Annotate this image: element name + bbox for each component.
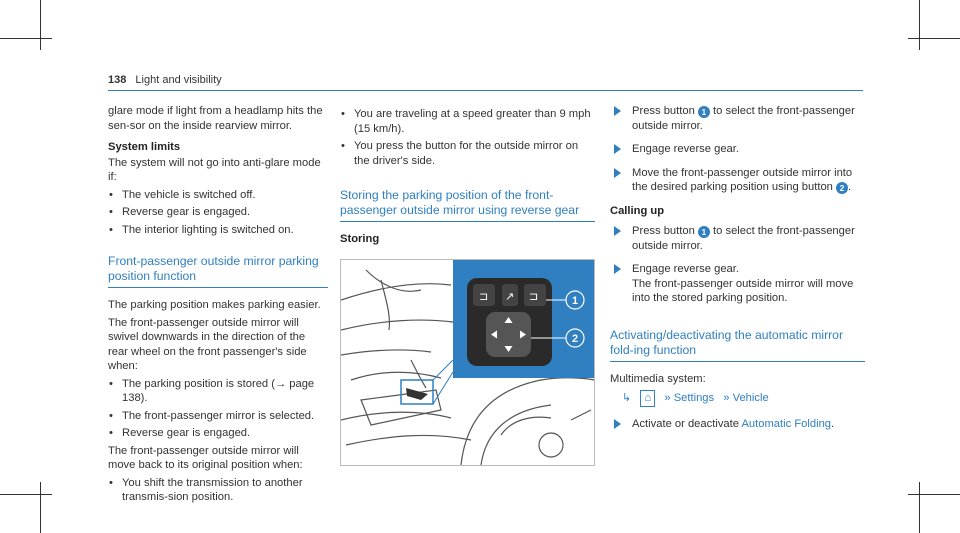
- column-middle: You are traveling at a speed greater tha…: [340, 104, 595, 466]
- step-arrow-icon: [614, 418, 621, 429]
- system-limits-text: The system will not go into anti-glare m…: [108, 156, 321, 184]
- automatic-folding-link[interactable]: Automatic Folding: [741, 417, 832, 430]
- header-divider: [108, 90, 863, 91]
- mirror-controls-figure: ⊐ ↗ ⊐ 1 2: [340, 258, 595, 466]
- calling-up-heading: Calling up: [610, 204, 665, 217]
- crop-mark: [908, 38, 960, 39]
- storing-heading: Storing: [340, 233, 380, 245]
- list-item: Reverse gear is engaged.: [108, 205, 328, 220]
- section-heading-storing: Storing the parking position of the fron…: [340, 188, 595, 222]
- crop-mark: [40, 0, 41, 50]
- step-item: Activate or deactivate Automatic Folding…: [610, 417, 865, 432]
- button-1-badge: 1: [697, 106, 710, 118]
- path-arrow-icon: ↳: [622, 392, 632, 404]
- step-item: Engage reverse gear.: [610, 142, 865, 157]
- crop-mark: [0, 494, 52, 495]
- crop-mark: [0, 38, 52, 39]
- page-number: 138: [108, 74, 127, 86]
- paragraph: The parking position makes parking easie…: [108, 299, 321, 311]
- double-chevron-icon: »: [723, 392, 730, 404]
- svg-text:⊐: ⊐: [479, 290, 488, 303]
- column-left: glare mode if light from a headlamp hits…: [108, 104, 328, 505]
- list-item: The interior lighting is switched on.: [108, 223, 328, 238]
- step-item: Press button 1 to select the front-passe…: [610, 104, 865, 133]
- svg-text:⊐: ⊐: [529, 290, 538, 303]
- section-heading-parking-position: Front-passenger outside mirror parking p…: [108, 254, 328, 288]
- page-title: Light and visibility: [135, 74, 222, 86]
- svg-text:↗: ↗: [505, 290, 514, 303]
- step-arrow-icon: [614, 226, 621, 236]
- step-text: Press button: [632, 105, 695, 117]
- list-item[interactable]: The parking position is stored (→ page 1…: [108, 377, 328, 406]
- home-icon[interactable]: ⌂: [640, 390, 656, 407]
- step-result: The front-passenger outside mirror will …: [632, 277, 854, 305]
- intro-text: glare mode if light from a headlamp hits…: [108, 105, 323, 132]
- list-item: Reverse gear is engaged.: [108, 426, 328, 441]
- step-text: Engage reverse gear.: [632, 143, 739, 155]
- door-panel-illustration: ⊐ ↗ ⊐ 1 2: [341, 259, 594, 465]
- paragraph: The front-passenger outside mirror will …: [108, 444, 303, 472]
- callout-1: 1: [572, 295, 578, 307]
- step-text: to select the front-passenger outside mi…: [632, 225, 855, 252]
- system-limits-heading: System limits: [108, 141, 181, 153]
- step-arrow-icon: [614, 106, 621, 116]
- menu-vehicle-link[interactable]: Vehicle: [732, 392, 769, 404]
- list-item: The vehicle is switched off.: [108, 188, 328, 203]
- crop-mark: [919, 0, 920, 50]
- button-1-badge: 1: [697, 226, 710, 238]
- step-arrow-icon: [614, 144, 621, 154]
- menu-settings-link[interactable]: Settings: [673, 392, 715, 404]
- step-arrow-icon: [614, 167, 621, 178]
- step-text: Engage reverse gear.: [632, 263, 739, 275]
- multimedia-label: Multimedia system:: [610, 372, 706, 385]
- step-item: Press button 1 to select the front-passe…: [610, 224, 865, 253]
- crop-mark: [40, 482, 41, 533]
- button-2-badge: 2: [836, 182, 848, 194]
- step-text: .: [831, 417, 835, 430]
- step-text: to select the front-passenger outside mi…: [632, 105, 855, 132]
- step-text: Move the front-passenger outside mirror …: [632, 166, 853, 194]
- list-item: You are traveling at a speed greater tha…: [340, 107, 595, 136]
- list-item: You press the button for the outside mir…: [340, 139, 595, 168]
- list-item: The front-passenger mirror is selected.: [108, 409, 328, 424]
- paragraph: The front-passenger outside mirror will …: [108, 316, 307, 373]
- menu-path: ↳ ⌂ » Settings » Vehicle: [610, 390, 865, 407]
- crop-mark: [919, 482, 920, 533]
- callout-2: 2: [572, 333, 578, 345]
- step-text: Press button: [632, 225, 695, 237]
- crop-mark: [908, 494, 960, 495]
- step-arrow-icon: [614, 264, 621, 274]
- column-right: Press button 1 to select the front-passe…: [610, 104, 865, 431]
- list-item: You shift the transmission to another tr…: [108, 476, 328, 505]
- step-item: Move the front-passenger outside mirror …: [610, 166, 865, 195]
- step-item: Engage reverse gear. The front-passenger…: [610, 262, 865, 306]
- step-text: Activate or deactivate: [632, 417, 739, 430]
- page-header: 138 Light and visibility: [108, 74, 222, 86]
- step-text: .: [848, 181, 852, 193]
- double-chevron-icon: »: [664, 392, 671, 404]
- section-heading-auto-folding: Activating/deactivating the automatic mi…: [610, 328, 865, 362]
